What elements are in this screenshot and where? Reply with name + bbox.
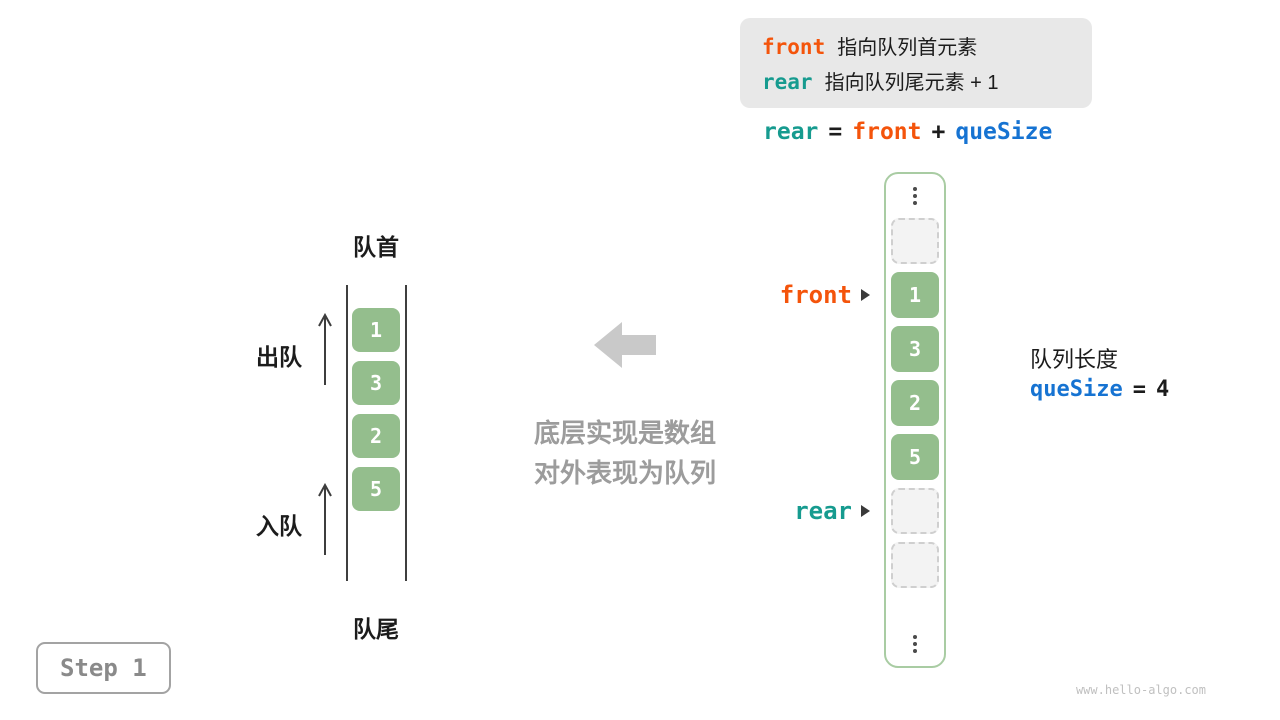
rear-pointer: rear (794, 496, 870, 526)
formula-equals: = (828, 119, 843, 145)
queue-cell-1: 3 (352, 361, 400, 405)
front-description: 指向队列首元素 (837, 37, 978, 59)
legend-row-front: front 指向队列首元素 (762, 31, 1070, 60)
formula-front: front (852, 119, 922, 145)
dequeue-label: 出队 (256, 344, 302, 370)
array-cell-empty-top (891, 218, 939, 264)
front-pointer-arrow-icon (861, 289, 870, 301)
array-cell-empty-bottom (891, 542, 939, 588)
enqueue-arrow-icon (318, 483, 332, 555)
caption-line1: 底层实现是数组 (533, 418, 716, 448)
array-cell-empty-rear (891, 488, 939, 534)
array-cell-2: 2 (891, 380, 939, 426)
legend-box: front 指向队列首元素 rear 指向队列尾元素 + 1 (740, 18, 1092, 108)
legend-row-rear: rear 指向队列尾元素 + 1 (762, 66, 1070, 95)
rear-description: 指向队列尾元素 + 1 (824, 72, 999, 94)
enqueue-label: 入队 (256, 513, 302, 539)
formula: rear = front + queSize (763, 119, 1052, 145)
queue-tail-label: 队尾 (353, 616, 399, 642)
queue-length-title: 队列长度 (1030, 347, 1119, 372)
step-badge: Step 1 (36, 642, 171, 694)
array-cell-1: 3 (891, 326, 939, 372)
formula-quesize: queSize (955, 119, 1053, 145)
quesize-value: 4 (1155, 377, 1170, 402)
array-cell-0: 1 (891, 272, 939, 318)
ellipsis-top-icon (913, 182, 917, 210)
quesize-var: queSize (1030, 377, 1123, 402)
queue-cell-3: 5 (352, 467, 400, 511)
queue-head-label: 队首 (353, 234, 399, 260)
front-pointer-label: front (779, 281, 852, 309)
formula-rear: rear (763, 119, 819, 145)
quesize-equals: = (1132, 377, 1146, 402)
watermark: www.hello-algo.com (1075, 683, 1206, 697)
front-pointer: front (780, 280, 870, 310)
queue-cell-0: 1 (352, 308, 400, 352)
ellipsis-bottom-icon (913, 630, 917, 658)
queue-wall-right (405, 285, 407, 581)
queue-cell-2: 2 (352, 414, 400, 458)
formula-plus: + (931, 119, 946, 145)
front-code-label: front (762, 35, 826, 59)
rear-pointer-label: rear (794, 497, 852, 525)
rear-code-label: rear (762, 70, 813, 94)
dequeue-arrow-icon (318, 313, 332, 385)
caption-line2: 对外表现为队列 (533, 458, 716, 488)
array-cell-3: 5 (891, 434, 939, 480)
rear-pointer-arrow-icon (861, 505, 870, 517)
array-container: 1 3 2 5 (884, 172, 946, 668)
queue-wall-left (346, 285, 348, 581)
queue-size-line: queSize = 4 (1030, 377, 1169, 402)
caption: 底层实现是数组 对外表现为队列 (505, 413, 745, 493)
left-arrow-icon (594, 322, 656, 368)
